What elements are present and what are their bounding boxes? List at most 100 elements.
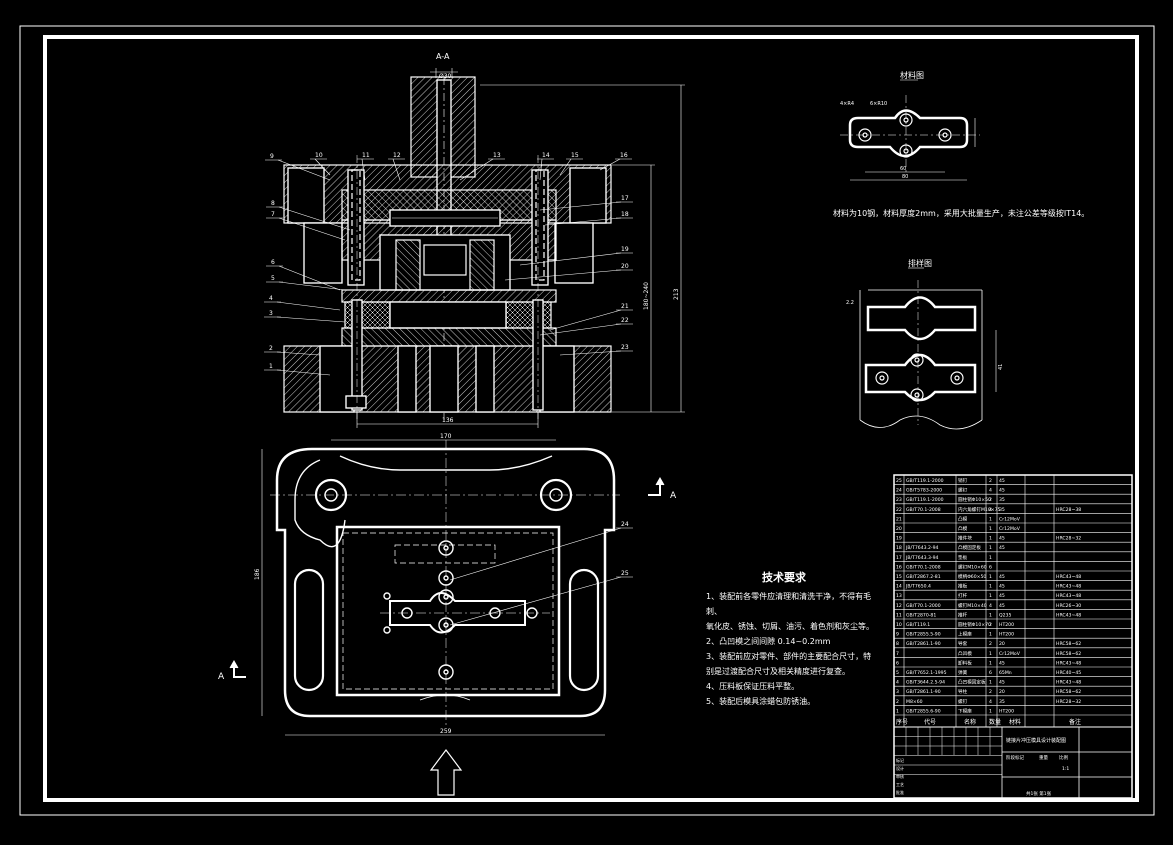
bom-cell: 2 bbox=[989, 641, 992, 647]
callout-number: 6 bbox=[271, 259, 275, 266]
plan-view: 170 259 186 A A bbox=[218, 433, 677, 796]
tb-row-label: 工艺 bbox=[896, 782, 904, 787]
dim-shank: Ø30 bbox=[439, 73, 452, 80]
callout-leader bbox=[539, 201, 622, 211]
callout-leader bbox=[278, 206, 351, 231]
bom-cell: Q235 bbox=[999, 612, 1011, 618]
bom-cell: HRC43~48 bbox=[1056, 680, 1081, 686]
callout-leader bbox=[559, 158, 572, 176]
bom-cell: GB/T2870-81 bbox=[906, 612, 936, 618]
bom-cell: HRC58~62 bbox=[1056, 689, 1081, 695]
bom-cell: 垫板 bbox=[958, 554, 968, 561]
tech-title: 技术要求 bbox=[762, 571, 806, 584]
bom-cell: 6 bbox=[989, 564, 992, 570]
callout-leader bbox=[504, 269, 622, 281]
tech-item: 5、装配后模具涂蜡包防锈油。 bbox=[706, 697, 816, 706]
bom-cell: HRC43~48 bbox=[1056, 593, 1081, 599]
dim-strip-41: 41 bbox=[998, 364, 1004, 370]
bom-cell: 1 bbox=[989, 555, 992, 561]
callout-leader bbox=[278, 281, 346, 291]
bom-cell: 凸模 bbox=[958, 515, 968, 522]
bom-cell: 打杆 bbox=[958, 592, 968, 599]
callout-leader bbox=[539, 323, 622, 336]
bom-cell: HT200 bbox=[999, 708, 1014, 714]
tb-row-label: 设计 bbox=[896, 765, 904, 771]
bom-cell: 推板 bbox=[958, 583, 968, 590]
dim-blank-r10: 6×R10 bbox=[870, 101, 887, 107]
bom-cell: 螺钉M10×60 bbox=[958, 563, 987, 570]
bom-cell: 圆柱销Φ10×50 bbox=[958, 496, 991, 503]
bom-cell: 螺钉M10×40 bbox=[958, 602, 987, 609]
bom-cell: 下模座 bbox=[958, 707, 972, 714]
callout-number: 4 bbox=[269, 295, 273, 302]
bom-cell: 19 bbox=[896, 536, 902, 542]
bom-cell: 1 bbox=[989, 708, 992, 714]
callout-number: 12 bbox=[393, 152, 401, 159]
callout-number: 16 bbox=[620, 152, 628, 159]
bom-cell: 圆柱销Φ10×70 bbox=[958, 621, 991, 628]
bom-cell: HRC26~30 bbox=[1056, 603, 1081, 609]
callout-leader bbox=[544, 217, 622, 226]
bom-cell: HRC43~48 bbox=[1056, 574, 1081, 580]
callout-leader bbox=[449, 527, 622, 581]
callout-leader bbox=[361, 158, 366, 181]
callout-leader bbox=[278, 265, 341, 291]
bom-cell: 导套 bbox=[958, 640, 968, 647]
bom-cell: 1 bbox=[989, 612, 992, 618]
callout-leader bbox=[276, 369, 331, 376]
bom-cell: 14 bbox=[896, 584, 902, 590]
bom-header-cell: 数量 bbox=[989, 718, 1001, 726]
bom-header-cell: 代号 bbox=[924, 718, 936, 726]
callout-number: 14 bbox=[542, 152, 550, 159]
tb-stage: 阶段标记 bbox=[1006, 754, 1024, 761]
bom-cell: 2 bbox=[896, 699, 899, 705]
bom-header-cell: 备注 bbox=[1069, 718, 1081, 726]
bom-cell: 1 bbox=[989, 660, 992, 666]
bom-cell: GB/T2861.1-90 bbox=[906, 641, 941, 647]
callout-number: 18 bbox=[621, 211, 629, 218]
bom-cell: JB/T7650.4 bbox=[905, 584, 931, 590]
callout-number: 24 bbox=[621, 521, 629, 528]
bom-cell: JB/T7643.3-94 bbox=[905, 555, 939, 561]
bom-cell: 45 bbox=[999, 545, 1005, 551]
tech-item: 4、压料板保证压料平整。 bbox=[706, 682, 800, 691]
tb-weight: 重量 bbox=[1039, 754, 1048, 761]
bom-cell: 45 bbox=[999, 603, 1005, 609]
callout-number: 11 bbox=[362, 152, 370, 159]
callout-number: 20 bbox=[621, 263, 629, 270]
blank-title: 材料图 bbox=[900, 70, 924, 80]
bom-cell: 12 bbox=[896, 603, 902, 609]
callout-number: 5 bbox=[271, 275, 275, 282]
callout-number: 10 bbox=[315, 152, 323, 159]
callout-number: 2 bbox=[269, 345, 273, 352]
technical-requirements: 技术要求 1、装配前各零件应清理和清洗干净，不得有毛刺、 氧化皮、锈蚀、切屑、油… bbox=[706, 570, 886, 709]
bom-cell: 45 bbox=[999, 680, 1005, 686]
bom-cell: 9 bbox=[896, 632, 899, 638]
bom-cell: 卸料板 bbox=[958, 659, 972, 666]
bom-cell: GB/T5783-2000 bbox=[906, 488, 942, 494]
bom-cell: 销钉 bbox=[958, 477, 968, 484]
bom-cell: 1 bbox=[989, 593, 992, 599]
section-view: A-A bbox=[283, 52, 685, 428]
dim-blank-60: 60 bbox=[900, 166, 906, 172]
bom-cell: GB/T7652.1-1995 bbox=[906, 670, 947, 676]
tech-item: 氧化皮、锈蚀、切屑、油污、着色剂和灰尘等。 bbox=[706, 622, 874, 631]
callout-leader bbox=[392, 158, 401, 181]
dim-blank-r4: 4×R4 bbox=[840, 101, 854, 107]
bom-cell: GB/T3644.2.5-94 bbox=[906, 680, 945, 686]
bom-cell: GB/T2861.1-90 bbox=[906, 689, 941, 695]
outer-frame bbox=[19, 25, 1155, 816]
callout-number: 3 bbox=[269, 310, 273, 317]
tb-scale-label: 比例 bbox=[1059, 754, 1068, 761]
dim-plan-total: 259 bbox=[440, 728, 452, 735]
bom-cell: 4 bbox=[989, 507, 992, 513]
bom-cell: 凸模固定板 bbox=[958, 544, 981, 551]
tb-sheet: 共1张 第1张 bbox=[1026, 790, 1052, 797]
bom-cell: GB/T2855.6-90 bbox=[906, 708, 941, 714]
bom-cell: 螺钉 bbox=[958, 698, 968, 705]
bom-cell: 11 bbox=[896, 612, 902, 618]
bom-cell: 推杆 bbox=[958, 611, 968, 618]
bom-cell: 1 bbox=[989, 632, 992, 638]
bom-cell: GB/T70.1-2000 bbox=[906, 603, 941, 609]
